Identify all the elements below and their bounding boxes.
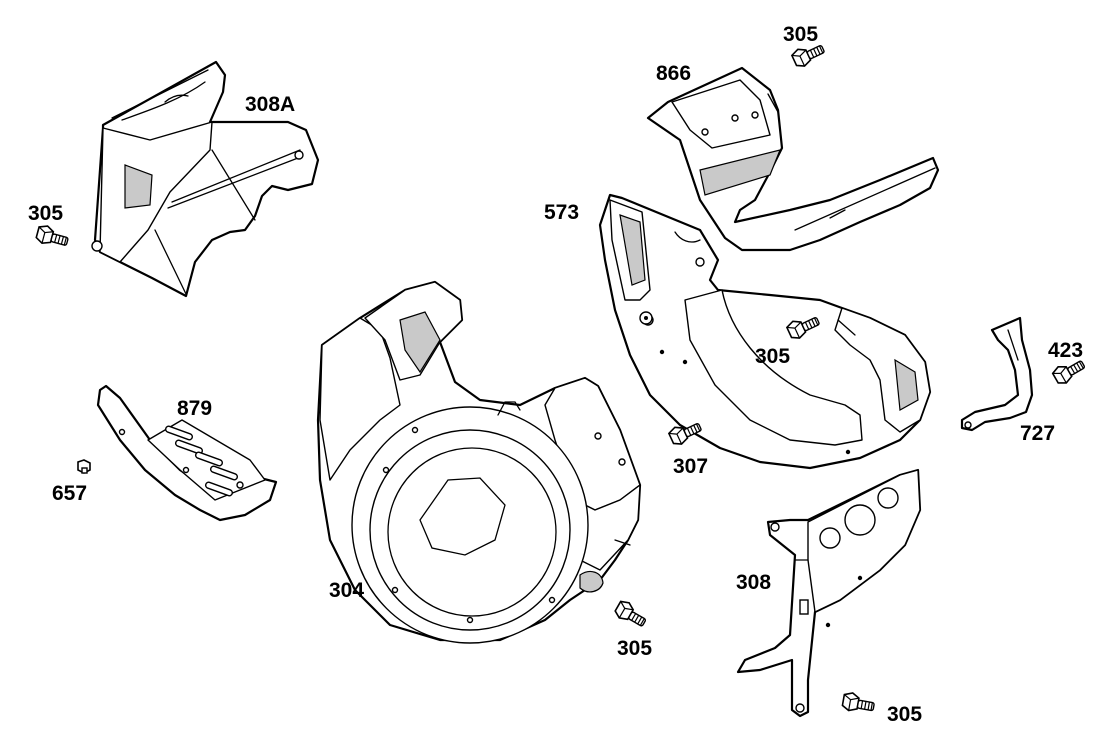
- label-305-bottom: 305: [617, 637, 652, 660]
- nut-icon-649[interactable]: [639, 311, 653, 325]
- bolt-icon-305-bottom[interactable]: [612, 598, 650, 631]
- label-879: 879: [177, 397, 212, 420]
- label-304: 304: [329, 579, 364, 602]
- label-727: 727: [1020, 422, 1055, 445]
- part-308-lower-shroud[interactable]: [736, 468, 922, 718]
- part-866-shield[interactable]: [646, 66, 940, 252]
- part-304-blower-housing[interactable]: [316, 280, 642, 644]
- label-305-mid: 305: [755, 345, 790, 368]
- label-866: 866: [656, 62, 691, 85]
- part-879-shield[interactable]: [96, 384, 278, 522]
- label-305-bottomright: 305: [887, 703, 922, 726]
- bolt-icon-305-left[interactable]: [34, 223, 71, 251]
- label-573: 573: [544, 201, 579, 224]
- label-305-top: 305: [783, 23, 818, 46]
- label-423: 423: [1048, 339, 1083, 362]
- label-308: 308: [736, 571, 771, 594]
- screw-icon-657[interactable]: [77, 459, 91, 474]
- label-657: 657: [52, 482, 87, 505]
- label-305-left: 305: [28, 202, 63, 225]
- part-573-back-plate[interactable]: [598, 193, 932, 470]
- part-308A-cylinder-shield[interactable]: [91, 60, 320, 298]
- label-307: 307: [673, 455, 708, 478]
- label-308A: 308A: [245, 93, 295, 116]
- part-727-bracket[interactable]: [960, 316, 1034, 432]
- bolt-icon-305-bottomright[interactable]: [840, 690, 877, 716]
